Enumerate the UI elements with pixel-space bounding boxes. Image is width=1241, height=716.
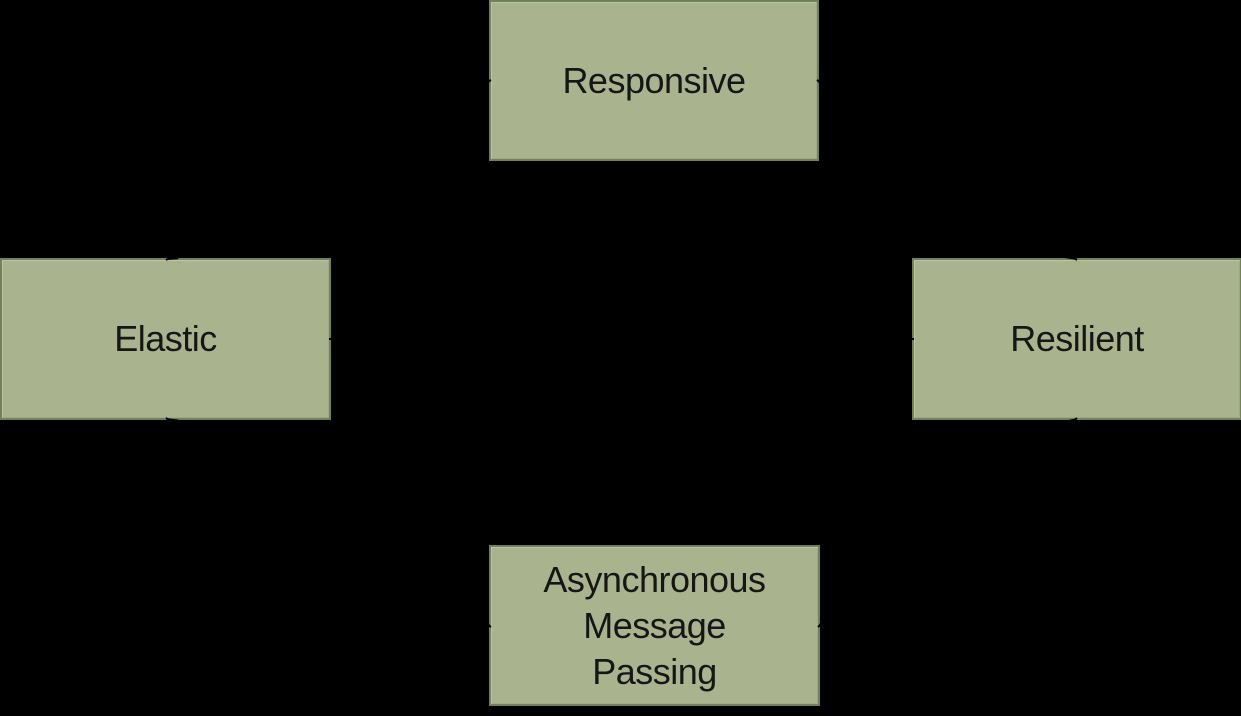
connector-arrow-resilient-to-async xyxy=(817,417,1078,628)
node-responsive-label: Responsive xyxy=(562,59,746,101)
node-responsive: Responsive xyxy=(489,0,819,161)
connector-arrow-responsive-to-resilient xyxy=(816,79,1078,261)
node-async-message-passing-label: Asynchronous Message Passing xyxy=(543,558,766,692)
node-resilient: Resilient xyxy=(912,258,1241,420)
node-async-message-passing: Asynchronous Message Passing xyxy=(489,545,820,706)
connector-arrow-elastic-to-async xyxy=(165,417,492,628)
connector-arrow-elastic-to-responsive xyxy=(165,79,492,261)
node-resilient-label: Resilient xyxy=(1010,318,1144,359)
node-elastic: Elastic xyxy=(0,258,331,420)
node-elastic-label: Elastic xyxy=(114,318,217,359)
